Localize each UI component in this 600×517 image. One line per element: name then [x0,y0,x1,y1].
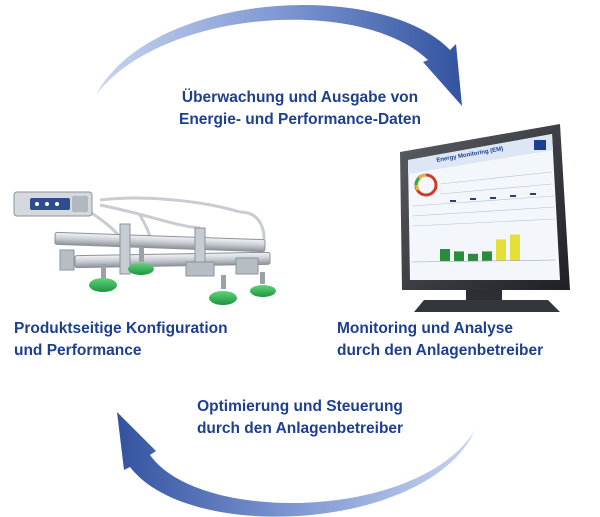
monitor-bar [496,239,506,261]
top-cycle-label: Überwachung und Ausgabe von Energie- und… [0,87,600,131]
rails [54,223,271,277]
bottom-cycle-arrow [117,412,475,517]
bottom-cycle-label: Optimierung und Steuerung durch den Anla… [0,396,600,440]
left-label-line-2: und Performance [14,342,142,359]
monitor-illustration [400,124,570,312]
right-stage-label: Monitoring und Analyse durch den Anlagen… [337,318,543,362]
monitor-bar [482,251,492,261]
suction-cup [250,285,276,297]
monitor-bar [510,234,520,261]
monitor-base [414,300,560,312]
left-label-line-1: Produktseitige Konfiguration [14,320,228,337]
bottom-label-line-1: Optimierung und Steuerung [197,398,403,415]
top-label-line-2: Energie- und Performance-Daten [178,111,422,128]
valve-unit [13,191,93,217]
monitor-bar-chart [440,234,520,261]
suction-cups [89,263,276,305]
top-label-line-1: Überwachung und Ausgabe von [181,89,419,106]
left-stage-label: Produktseitige Konfiguration und Perform… [14,318,228,362]
monitor-bar [468,253,478,261]
cup-stems [101,248,265,289]
monitor-bar [454,251,464,261]
bottom-label-line-2: durch den Anlagenbetreiber [196,420,404,437]
monitor-screen [408,134,560,280]
suction-cup [128,263,154,275]
right-label-line-2: durch den Anlagenbetreiber [337,342,544,359]
top-cycle-arrow [96,5,462,106]
right-label-line-1: Monitoring und Analyse [337,320,513,337]
suction-cup [209,291,237,305]
suction-cup [89,278,117,292]
monitor-bar [440,249,450,261]
gripper-system-illustration [13,191,276,305]
